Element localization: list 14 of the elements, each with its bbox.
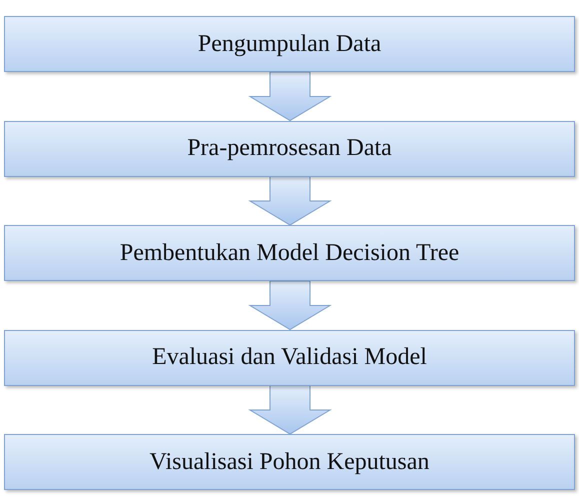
block-arrow	[248, 176, 332, 226]
step-label: Pra-pemrosesan Data	[187, 135, 392, 162]
step-label: Pengumpulan Data	[198, 30, 382, 58]
process-box	[4, 330, 575, 386]
process-box	[4, 225, 575, 281]
block-arrow	[248, 385, 332, 435]
step-label: Pembentukan Model Decision Tree	[120, 240, 460, 266]
step-label: Visualisasi Pohon Keputusan	[150, 448, 430, 476]
process-box	[4, 16, 575, 72]
process-box	[4, 120, 575, 176]
step-label: Evaluasi dan Validasi Model	[152, 344, 427, 371]
block-arrow	[248, 280, 332, 330]
block-arrow	[248, 72, 332, 122]
process-box	[4, 434, 575, 490]
